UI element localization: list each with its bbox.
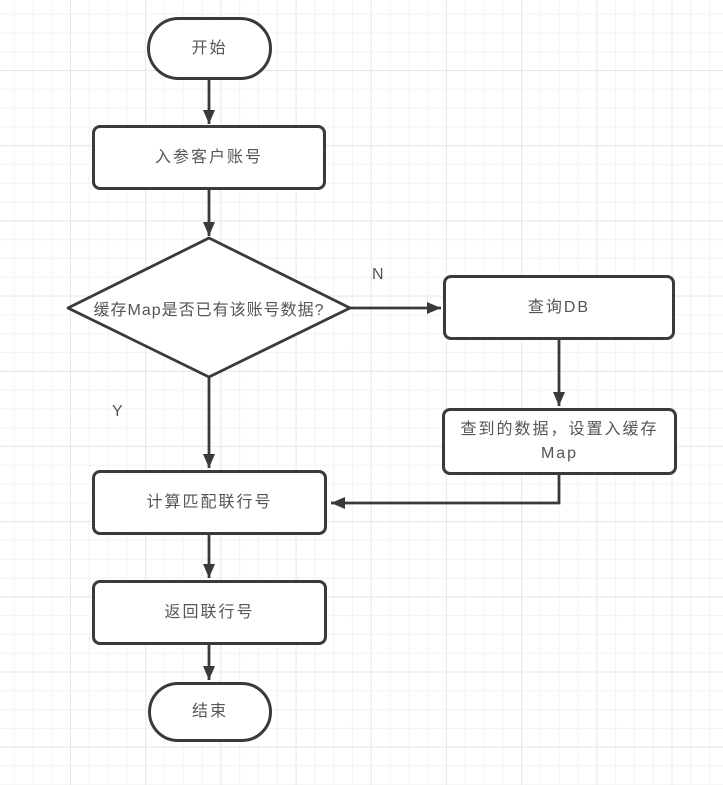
node-return-bank-no-label: 返回联行号 [164, 603, 255, 621]
edge-label-yes: Y [112, 403, 124, 420]
node-calc-bank-no-label: 计算匹配联行号 [146, 493, 273, 511]
node-cache-check-label: 缓存Map是否已有该账号数据? [93, 301, 325, 319]
node-start[interactable]: 开始 [147, 17, 272, 80]
node-set-cache[interactable]: 查到的数据，设置入缓存Map [442, 408, 677, 475]
node-cache-check[interactable]: 缓存Map是否已有该账号数据? [68, 238, 350, 377]
node-query-db-label: 查询DB [527, 298, 591, 316]
node-end-label: 结束 [191, 703, 228, 720]
node-input-account[interactable]: 入参客户账号 [92, 125, 326, 190]
node-end[interactable]: 结束 [148, 682, 272, 742]
edge-setcache-to-calc[interactable] [331, 475, 561, 509]
node-start-label: 开始 [191, 39, 228, 57]
node-return-bank-no[interactable]: 返回联行号 [92, 580, 327, 645]
edge-label-no: N [372, 266, 385, 283]
node-input-account-label: 入参客户账号 [154, 148, 263, 166]
node-set-cache-label: 查到的数据，设置入缓存Map [460, 420, 659, 462]
node-query-db[interactable]: 查询DB [443, 275, 675, 340]
node-calc-bank-no[interactable]: 计算匹配联行号 [92, 470, 327, 535]
